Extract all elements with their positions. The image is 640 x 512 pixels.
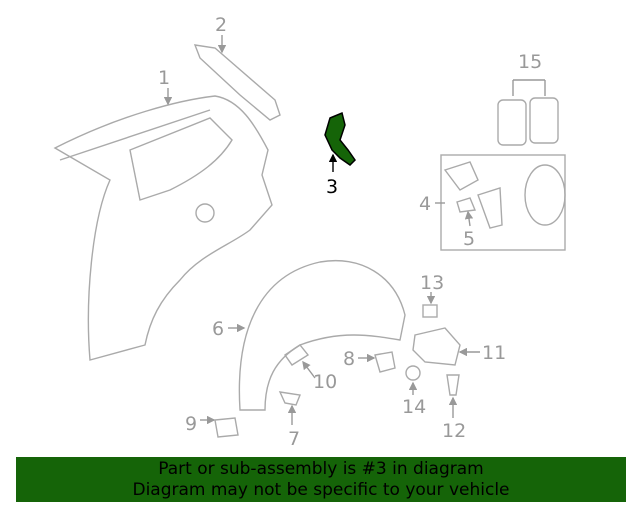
callout-15: 15 (518, 51, 542, 73)
callout-11: 11 (482, 342, 506, 364)
callout-5: 5 (463, 228, 475, 250)
wheelhouse-liner-part-6[interactable] (238, 260, 406, 411)
clip-part-10[interactable] (284, 344, 310, 366)
bracket-part-3[interactable] (324, 111, 356, 166)
banner-line-disclaimer: Diagram may not be specific to your vehi… (132, 480, 510, 500)
callout-14: 14 (402, 396, 426, 418)
callout-2: 2 (215, 14, 227, 36)
callout-10: 10 (313, 371, 337, 393)
callout-1: 1 (158, 67, 170, 89)
screw-part-12[interactable] (446, 374, 460, 396)
banner-line-part-number: Part or sub-assembly is #3 in diagram (158, 459, 484, 479)
callout-3[interactable]: 3 (326, 176, 338, 198)
callout-7: 7 (288, 428, 300, 450)
washer-part-14[interactable] (405, 365, 421, 381)
callout-13: 13 (420, 272, 444, 294)
nut-part-13[interactable] (422, 304, 438, 318)
rail-part-2[interactable] (193, 44, 281, 121)
callout-4: 4 (419, 193, 431, 215)
callout-6: 6 (212, 318, 224, 340)
clip-part-9[interactable] (214, 417, 239, 438)
retainer-part-8[interactable] (374, 351, 396, 373)
emblems-part-15[interactable] (497, 97, 559, 146)
info-banner: Part or sub-assembly is #3 in diagram Di… (16, 457, 626, 502)
splash-shield-part-11[interactable] (412, 327, 461, 366)
callout-9: 9 (185, 413, 197, 435)
quarter-panel-part-1[interactable] (53, 95, 273, 361)
bolt-part-7[interactable] (278, 391, 301, 406)
callout-8: 8 (343, 348, 355, 370)
fuel-door-assembly-part-4[interactable] (440, 154, 566, 251)
callout-12: 12 (442, 420, 466, 442)
